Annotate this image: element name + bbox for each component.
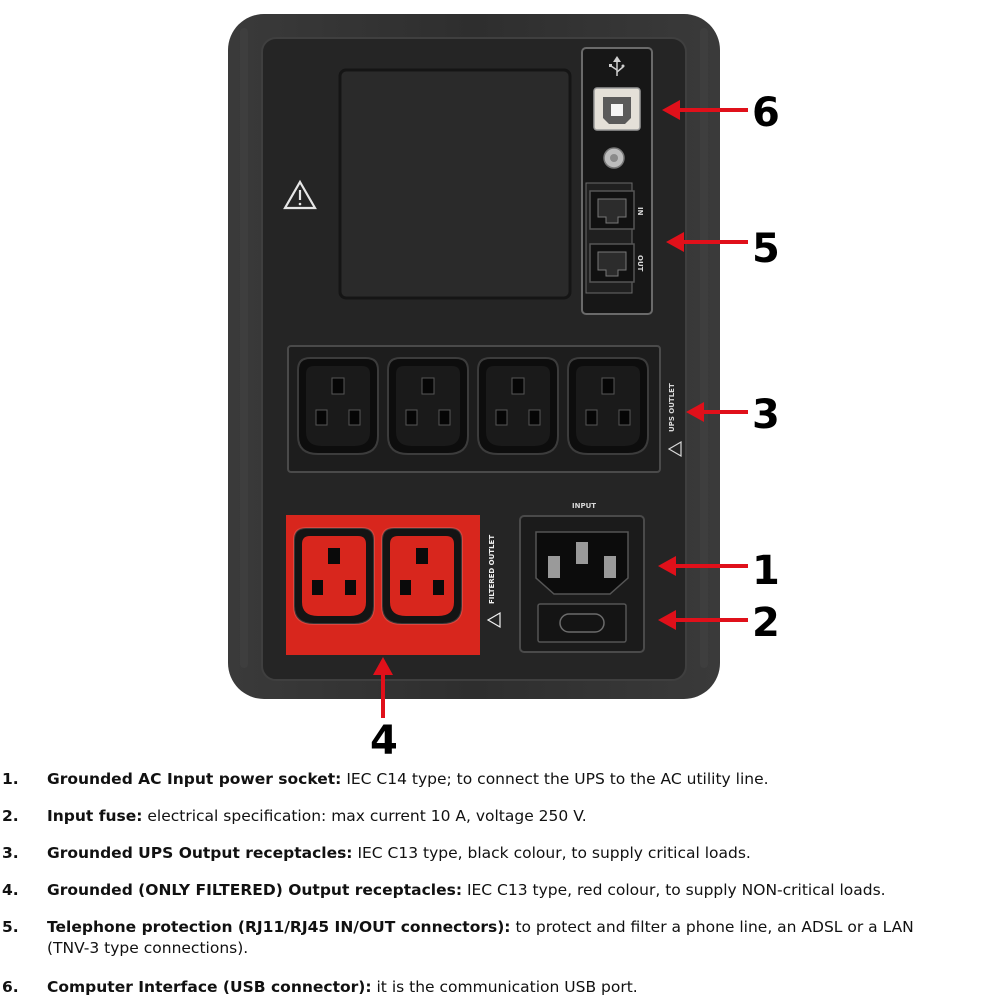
legend-number: 6. bbox=[2, 978, 19, 996]
ground-screw bbox=[603, 147, 625, 169]
communication-panel: IN OUT bbox=[581, 47, 653, 315]
port-out-label: OUT bbox=[636, 255, 644, 272]
ups-outlet-1[interactable] bbox=[297, 357, 379, 455]
legend-number: 4. bbox=[2, 881, 19, 899]
battery-cover bbox=[338, 68, 572, 300]
ac-input-socket[interactable] bbox=[535, 531, 629, 595]
legend-description: electrical specification: max current 10… bbox=[142, 807, 587, 825]
legend-description: IEC C14 type; to connect the UPS to the … bbox=[341, 770, 769, 788]
arrow-5 bbox=[666, 232, 748, 252]
warning-icon bbox=[283, 179, 317, 210]
legend-number: 1. bbox=[2, 770, 19, 788]
ups-outlet-block: UPS OUTLET bbox=[287, 345, 682, 473]
legend-title: Grounded UPS Output receptacles: bbox=[47, 844, 353, 862]
filtered-outlet-warning-icon bbox=[486, 611, 501, 629]
legend-number: 2. bbox=[2, 807, 19, 825]
legend-description: IEC C13 type, red colour, to supply NON-… bbox=[462, 881, 886, 899]
ac-input-module: INPUT bbox=[519, 502, 645, 653]
legend-title: Grounded AC Input power socket: bbox=[47, 770, 342, 788]
ups-outlet-3[interactable] bbox=[477, 357, 559, 455]
callout-arrows bbox=[373, 100, 748, 718]
input-fuse-holder[interactable] bbox=[537, 603, 627, 643]
legend-title: Grounded (ONLY FILTERED) Output receptac… bbox=[47, 881, 463, 899]
legend-description: to protect and filter a phone line, an A… bbox=[510, 918, 914, 936]
rj45-in-port[interactable] bbox=[589, 190, 635, 230]
ups-outlet-warning-icon bbox=[667, 440, 682, 458]
rj45-out-port[interactable] bbox=[589, 243, 635, 283]
legend-description: IEC C13 type, black colour, to supply cr… bbox=[352, 844, 751, 862]
port-in-label: IN bbox=[636, 207, 644, 216]
usb-symbol-icon bbox=[609, 56, 625, 76]
arrow-3 bbox=[686, 402, 748, 422]
callout-1: 1 bbox=[752, 548, 780, 594]
usb-b-connector[interactable] bbox=[593, 87, 641, 131]
filtered-outlet-label: FILTERED OUTLET bbox=[488, 535, 496, 604]
legend-number: 5. bbox=[2, 918, 19, 936]
filtered-outlet-2[interactable] bbox=[381, 527, 463, 625]
ups-outlet-label: UPS OUTLET bbox=[668, 383, 676, 432]
input-label: INPUT bbox=[572, 502, 596, 510]
legend-title: Computer Interface (USB connector): bbox=[47, 978, 372, 996]
legend-title: Telephone protection (RJ11/RJ45 IN/OUT c… bbox=[47, 918, 511, 936]
arrow-2 bbox=[658, 610, 748, 630]
callout-5: 5 bbox=[752, 226, 780, 272]
legend-description: it is the communication USB port. bbox=[371, 978, 638, 996]
filtered-outlet-1[interactable] bbox=[293, 527, 375, 625]
ups-outlet-2[interactable] bbox=[387, 357, 469, 455]
arrow-1 bbox=[658, 556, 748, 576]
legend-number: 3. bbox=[2, 844, 19, 862]
ups-rear-panel-diagram: IN OUT UPS OUTLET FILTERED OUTLET INPUT bbox=[228, 14, 780, 760]
legend-description-continued: (TNV-3 type connections). bbox=[47, 939, 249, 957]
arrow-4 bbox=[373, 657, 393, 718]
legend-title: Input fuse: bbox=[47, 807, 143, 825]
filtered-outlet-block: FILTERED OUTLET bbox=[286, 515, 501, 655]
callout-6: 6 bbox=[752, 90, 780, 136]
arrow-6 bbox=[662, 100, 748, 120]
callout-4: 4 bbox=[370, 718, 398, 760]
callout-2: 2 bbox=[752, 600, 780, 646]
ups-outlet-4[interactable] bbox=[567, 357, 649, 455]
callout-3: 3 bbox=[752, 392, 780, 438]
